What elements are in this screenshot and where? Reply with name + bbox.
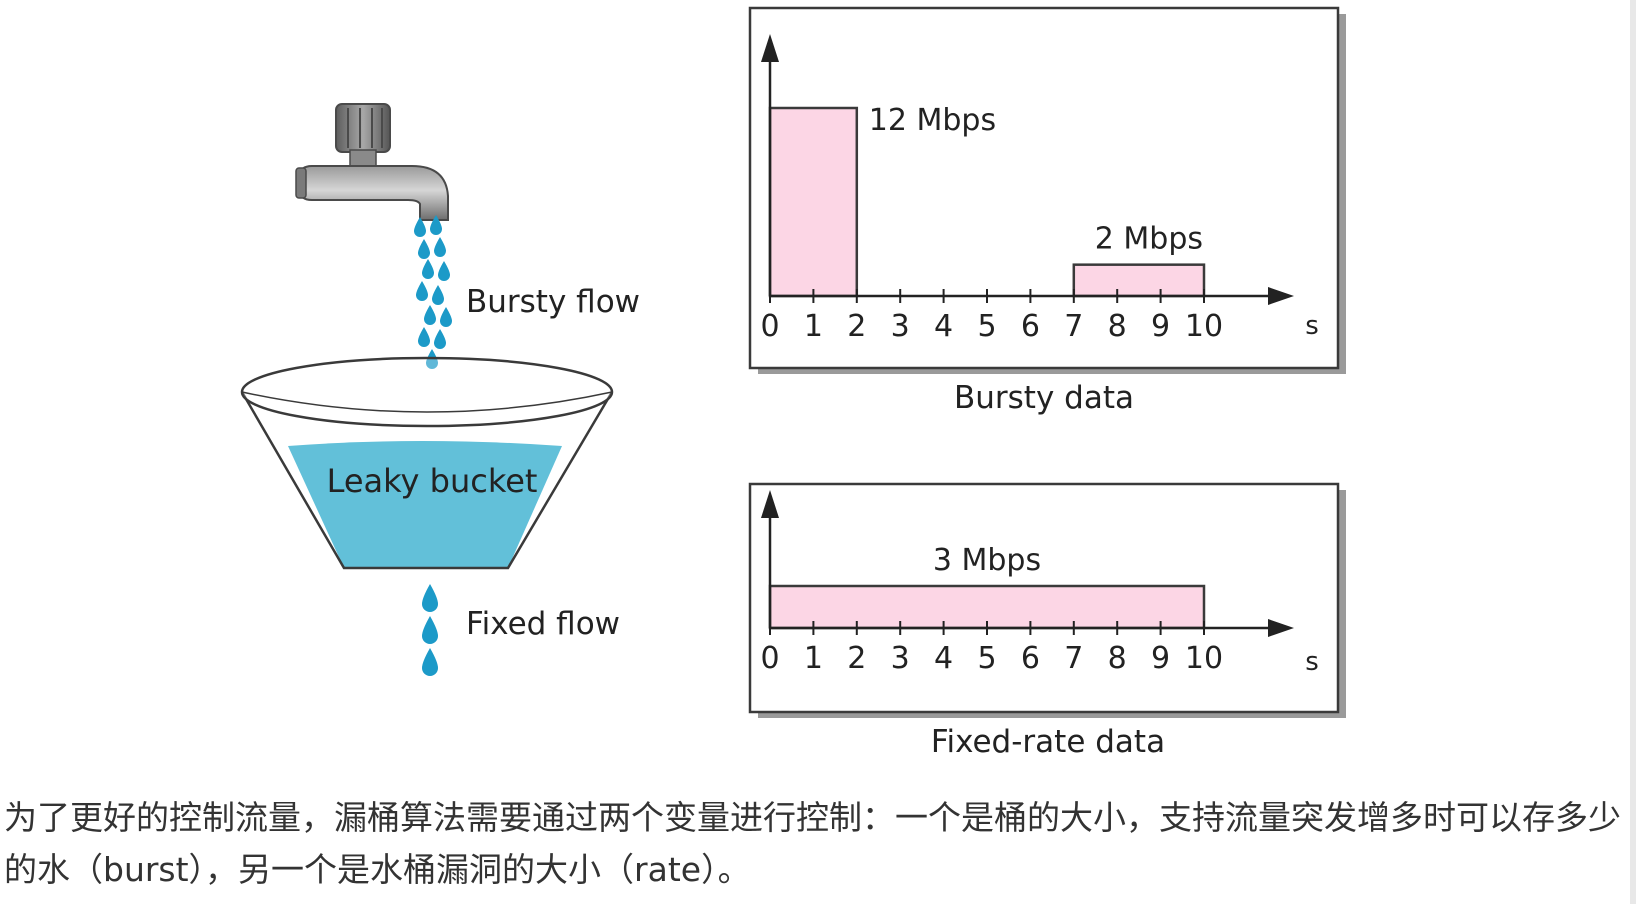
x-tick-label: 2 (847, 641, 866, 676)
x-tick-label: 0 (760, 641, 779, 676)
x-tick-label: 5 (977, 309, 996, 344)
x-tick-label: 2 (847, 309, 866, 344)
x-tick-label: 5 (977, 641, 996, 676)
scrollbar[interactable] (1630, 0, 1636, 904)
x-axis-unit: s (1305, 311, 1319, 341)
bursty-flow-label: Bursty flow (466, 284, 640, 320)
leaky-bucket-label: Leaky bucket (327, 462, 538, 500)
y-axis-arrow (761, 490, 779, 518)
x-axis-unit: s (1305, 647, 1319, 677)
y-axis-arrow (761, 34, 779, 62)
x-tick-label: 6 (1021, 309, 1040, 344)
data-bar (1072, 263, 1206, 298)
x-tick-label: 10 (1185, 309, 1223, 344)
x-tick-label: 7 (1064, 641, 1083, 676)
water-drop (418, 239, 430, 259)
x-tick-label: 4 (934, 641, 953, 676)
bar-value-label: 2 Mbps (1095, 222, 1203, 257)
water-drop (414, 217, 426, 237)
bar-value-label: 3 Mbps (933, 543, 1041, 578)
x-tick-label: 3 (891, 309, 910, 344)
leaky-bucket-icon (240, 356, 614, 570)
faucet-icon (295, 103, 449, 221)
x-tick-label: 1 (804, 641, 823, 676)
fixed-rate-data-title: Fixed-rate data (931, 724, 1165, 760)
x-tick-label: 9 (1151, 641, 1170, 676)
water-drop (432, 285, 444, 305)
water-drop (418, 327, 430, 347)
x-tick-label: 0 (760, 309, 779, 344)
x-tick-label: 8 (1108, 641, 1127, 676)
x-tick-label: 4 (934, 309, 953, 344)
x-tick-label: 9 (1151, 309, 1170, 344)
fixed-water-drops (422, 584, 438, 676)
water-drop (430, 215, 442, 235)
water-drop (440, 307, 452, 327)
water-drop (438, 261, 450, 281)
bar-value-label: 12 Mbps (869, 103, 996, 138)
bursty-data-title: Bursty data (954, 380, 1134, 416)
data-bar (768, 106, 859, 298)
x-tick-label: 3 (891, 641, 910, 676)
water-drop (424, 305, 436, 325)
x-axis-arrow (1268, 287, 1294, 305)
x-tick-label: 7 (1064, 309, 1083, 344)
x-tick-label: 10 (1185, 641, 1223, 676)
x-tick-label: 8 (1108, 309, 1127, 344)
fixed-flow-label: Fixed flow (466, 606, 620, 642)
water-drop (434, 237, 446, 257)
bursty-water-drops (414, 215, 452, 369)
x-tick-label: 6 (1021, 641, 1040, 676)
water-drop (416, 281, 428, 301)
caption-paragraph: 为了更好的控制流量，漏桶算法需要通过两个变量进行控制：一个是桶的大小，支持流量突… (4, 798, 1621, 889)
water-drop (434, 329, 446, 349)
x-axis-arrow (1268, 619, 1294, 637)
x-tick-label: 1 (804, 309, 823, 344)
water-drop (422, 259, 434, 279)
